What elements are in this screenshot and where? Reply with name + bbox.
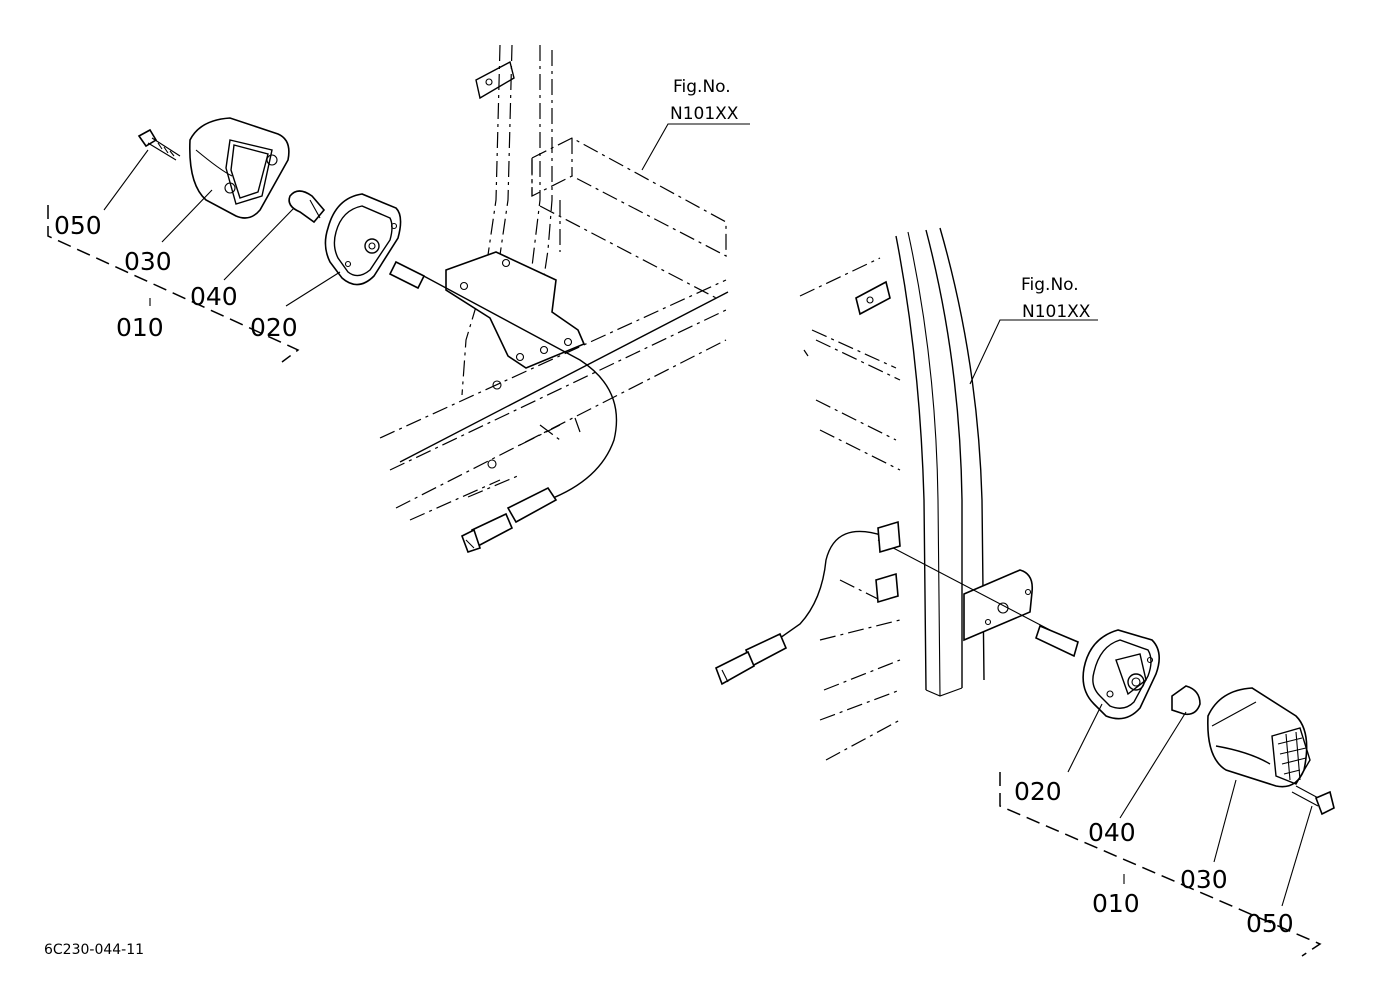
bulb-040-left [288, 190, 326, 224]
right-labels: Fig.No. N101XX 020 040 030 010 050 [1014, 275, 1294, 938]
left-labels: Fig.No. N101XX 050 030 040 020 010 [54, 77, 739, 342]
callout-040-left: 040 [190, 282, 238, 311]
callout-020-left: 020 [250, 313, 298, 342]
callout-020-right: 020 [1014, 777, 1062, 806]
left-frame [379, 44, 729, 554]
left-leaders [47, 123, 750, 363]
left-lamp-parts [137, 117, 402, 286]
lens-030-left [189, 117, 290, 219]
drawing-code: 6C230-044-11 [44, 942, 144, 958]
right-leaders [969, 319, 1322, 957]
callout-050-left: 050 [54, 211, 102, 240]
fig-ref-right-line2: N101XX [1022, 302, 1091, 322]
screw-050-right [1314, 790, 1335, 816]
callout-040-right: 040 [1088, 818, 1136, 847]
bulb-040-right [1171, 685, 1201, 716]
callout-010-right: 010 [1092, 889, 1140, 918]
callout-050-right: 050 [1246, 909, 1294, 938]
right-lamp-parts [1082, 629, 1335, 816]
fig-ref-left-line2: N101XX [670, 104, 739, 124]
callout-010-left: 010 [116, 313, 164, 342]
callout-030-left: 030 [124, 247, 172, 276]
screw-050-left [137, 128, 158, 148]
fig-ref-left-line1: Fig.No. [673, 77, 731, 97]
callout-030-right: 030 [1180, 865, 1228, 894]
housing-020-left [324, 193, 402, 286]
fig-ref-right-line1: Fig.No. [1021, 275, 1079, 295]
right-frame [714, 227, 1079, 761]
